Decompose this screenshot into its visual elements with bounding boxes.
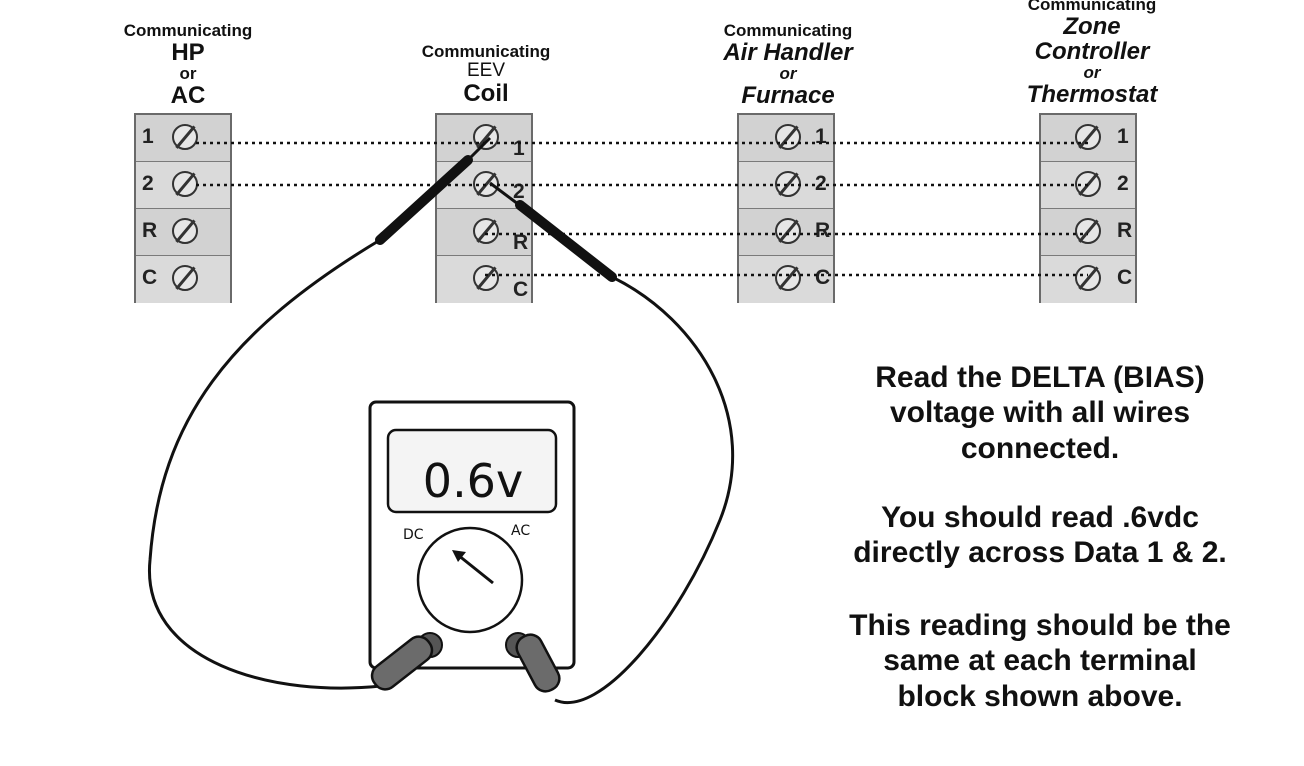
hp-ac-header-line4: AC xyxy=(170,81,206,109)
terminal-label: 2 xyxy=(142,172,154,195)
instruction-line: directly across Data 1 & 2. xyxy=(853,536,1227,570)
data-wires xyxy=(196,141,1088,277)
eev-coil-header-line2: EEV xyxy=(466,59,506,81)
terminal-c: C xyxy=(136,256,230,303)
terminal-c: C xyxy=(437,256,531,303)
eev-coil-header: Communicating EEV Coil xyxy=(384,43,588,106)
terminal-label: R xyxy=(513,231,529,254)
terminal-label: 1 xyxy=(815,125,827,148)
screw-icon xyxy=(473,265,499,291)
hp-ac-header-line3: or xyxy=(179,64,197,84)
right-probe-tip xyxy=(489,181,523,209)
meter-reading: 0.6v xyxy=(422,454,524,508)
terminal-label: 1 xyxy=(513,137,525,160)
instruction-line: Read the DELTA (BIAS) xyxy=(875,361,1205,394)
instruction-paragraph-2: You should read .6vdc directly across Da… xyxy=(770,500,1304,571)
left-probe-tip xyxy=(460,136,492,168)
hp-ac-terminal-block: 1 2 R C xyxy=(134,113,232,303)
right-plug xyxy=(515,633,561,693)
dial-pointer xyxy=(457,553,494,585)
terminal-r: R xyxy=(437,209,531,256)
right-probe xyxy=(515,200,617,282)
instruction-line: same at each terminal xyxy=(883,644,1197,678)
terminal-1: 1 xyxy=(136,115,230,162)
terminal-label: 1 xyxy=(1117,125,1129,148)
air-handler-header-line1: Communicating xyxy=(723,21,853,40)
terminal-label: 2 xyxy=(513,180,525,203)
terminal-c: C xyxy=(739,256,833,303)
screw-icon xyxy=(172,124,198,150)
terminal-label: C xyxy=(142,266,158,289)
screw-icon xyxy=(473,124,499,150)
hp-ac-header: Communicating HP or AC xyxy=(88,22,288,108)
screw-icon xyxy=(775,265,801,291)
zone-controller-header: Communicating Zone Controller or Thermos… xyxy=(990,0,1194,107)
instruction-line: You should read .6vdc xyxy=(881,501,1199,534)
eev-coil-header-line1: Communicating xyxy=(421,42,551,61)
terminal-label: C xyxy=(1117,266,1133,289)
left-plug xyxy=(370,635,434,691)
terminal-label: C xyxy=(513,278,529,301)
terminal-c: C xyxy=(1041,256,1135,303)
eev-coil-header-line3: Coil xyxy=(463,79,509,107)
terminal-2: 2 xyxy=(136,162,230,209)
screw-icon xyxy=(775,124,801,150)
right-lead-wire xyxy=(554,275,735,704)
instruction-line: This reading should be the xyxy=(849,609,1231,642)
screw-icon xyxy=(1075,265,1101,291)
terminal-1: 1 xyxy=(739,115,833,162)
terminal-1: 1 xyxy=(1041,115,1135,162)
ac-label: AC xyxy=(511,523,531,539)
zone-controller-header-line4: or xyxy=(1083,63,1101,83)
instruction-paragraph-1: Read the DELTA (BIAS) voltage with all w… xyxy=(770,360,1304,466)
terminal-label: R xyxy=(142,219,158,242)
terminal-label: R xyxy=(815,219,831,242)
terminal-label: 2 xyxy=(815,172,827,195)
screw-icon xyxy=(473,218,499,244)
screw-icon xyxy=(1075,124,1101,150)
multimeter-display xyxy=(386,428,558,514)
instruction-line: connected. xyxy=(960,431,1120,465)
multimeter-dial xyxy=(416,526,524,634)
dial-arrowhead xyxy=(452,550,466,562)
hp-ac-header-line1: Communicating xyxy=(123,21,253,40)
dc-label: DC xyxy=(403,527,424,543)
zone-controller-header-line2: Zone xyxy=(1063,12,1121,40)
instruction-paragraph-3: This reading should be the same at each … xyxy=(770,608,1304,714)
instruction-line: block shown above. xyxy=(897,679,1183,713)
left-probe xyxy=(375,155,473,245)
terminal-label: R xyxy=(1117,219,1133,242)
terminal-label: C xyxy=(815,266,831,289)
air-handler-terminal-block: 1 2 R C xyxy=(737,113,835,303)
air-handler-header-line2: Air Handler xyxy=(723,38,853,66)
screw-icon xyxy=(172,218,198,244)
zone-controller-header-line5: Thermostat xyxy=(1026,81,1158,109)
zone-controller-header-line1: Communicating xyxy=(1027,0,1157,14)
terminal-label: 2 xyxy=(1117,172,1129,195)
air-handler-header-line4: Furnace xyxy=(741,81,835,109)
zone-controller-header-line3: Controller xyxy=(1034,38,1150,66)
hp-ac-header-line2: HP xyxy=(171,38,205,66)
terminal-label: 1 xyxy=(142,125,154,148)
terminal-r: R xyxy=(136,209,230,256)
air-handler-header: Communicating Air Handler or Furnace xyxy=(686,22,890,108)
terminal-r: R xyxy=(739,209,833,256)
instruction-line: voltage with all wires xyxy=(889,396,1191,430)
terminal-1: 1 xyxy=(437,115,531,162)
screw-icon xyxy=(775,218,801,244)
left-lead-wire xyxy=(148,238,391,690)
air-handler-header-line3: or xyxy=(779,64,797,84)
zone-controller-terminal-block: 1 2 R C xyxy=(1039,113,1137,303)
screw-icon xyxy=(172,265,198,291)
terminal-r: R xyxy=(1041,209,1135,256)
screw-icon xyxy=(1075,218,1101,244)
